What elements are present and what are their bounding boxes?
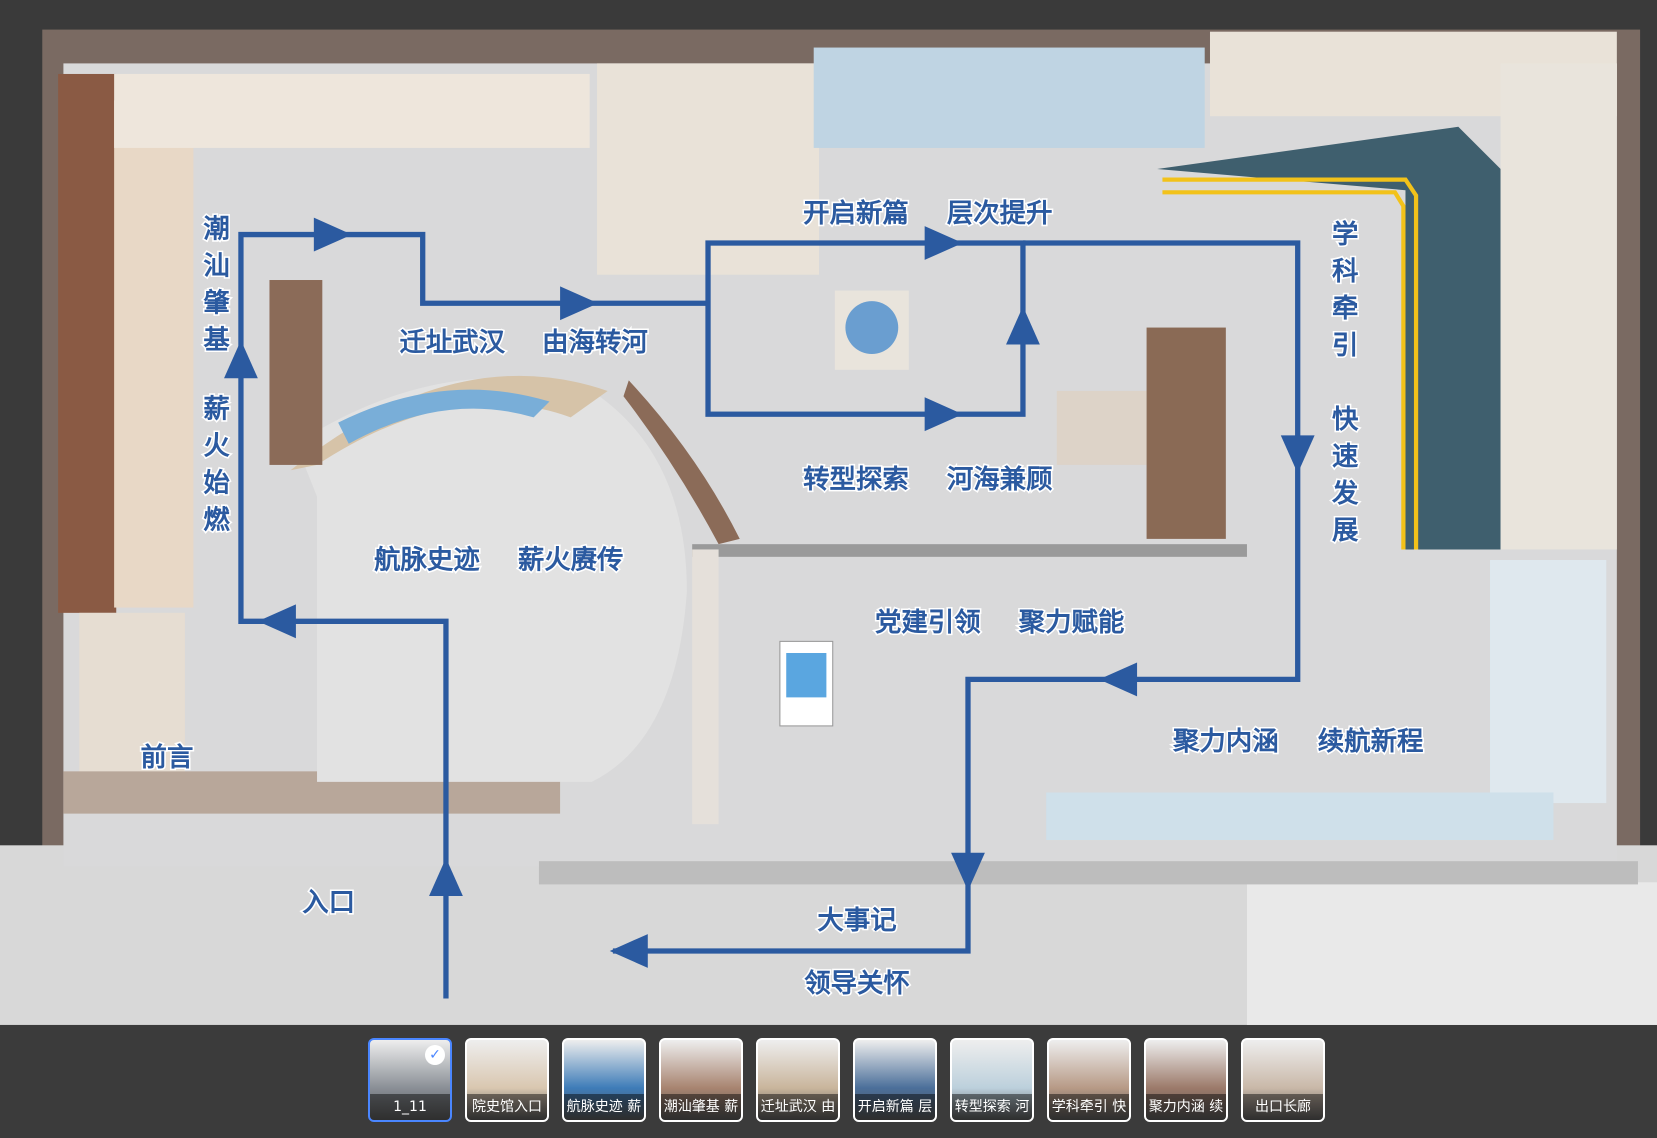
label-xinhuo-char: 薪 <box>203 393 229 424</box>
route-arrow-icon <box>429 857 463 897</box>
scene-label: 出口长廊 <box>1243 1094 1323 1120</box>
label-xueke-char: 牵 <box>1332 293 1358 324</box>
label-xinhuogeng: 薪火赓传 <box>518 544 624 575</box>
label-chaoshan-char: 基 <box>203 325 230 356</box>
route-arrow-icon <box>313 217 352 252</box>
route-arrow-icon <box>1280 435 1315 474</box>
scene-thumbnail[interactable]: 航脉史迹 薪 <box>562 1038 646 1122</box>
label-xuhang: 续航新程 <box>1318 726 1424 757</box>
route-arrow-icon <box>1006 306 1040 345</box>
scene-thumbnail[interactable]: 转型探索 河 <box>950 1038 1034 1122</box>
scene-label: 院史馆入口 <box>467 1094 547 1120</box>
label-hangmai: 航脉史迹 <box>374 544 480 575</box>
label-lingdao: 领导关怀 <box>804 968 910 999</box>
scene-thumbnail[interactable]: 迁址武汉 由 <box>756 1038 840 1122</box>
label-zhuanxing: 转型探索 <box>803 464 909 495</box>
scene-label: 迁址武汉 由 <box>758 1094 838 1120</box>
label-kuaisu-char: 发 <box>1331 478 1359 509</box>
label-dashiji: 大事记 <box>817 905 896 936</box>
label-dangjian: 党建引领 <box>875 607 981 638</box>
scene-label: 转型探索 河 <box>952 1094 1032 1120</box>
label-kuaisu-char: 速 <box>1332 441 1359 472</box>
label-juli: 聚力赋能 <box>1018 607 1125 638</box>
label-xinhuo-char: 始 <box>203 467 230 498</box>
scene-thumbnail[interactable]: 聚力内涵 续 <box>1144 1038 1228 1122</box>
scene-thumbnail[interactable]: 出口长廊 <box>1241 1038 1325 1122</box>
label-xinhuo-char: 火 <box>203 430 230 461</box>
route-arrow-icon <box>560 286 599 321</box>
scene-label: 学科牵引 快 <box>1049 1094 1129 1120</box>
label-cengci: 层次提升 <box>947 198 1053 229</box>
route-arrow-icon <box>609 934 648 968</box>
label-xueke-char: 科 <box>1332 256 1359 287</box>
scene-label: 航脉史迹 薪 <box>564 1094 644 1120</box>
route-arrow-icon <box>951 852 985 891</box>
route-arrows <box>224 217 1315 968</box>
scene-thumbnail[interactable]: 潮汕肇基 薪 <box>659 1038 743 1122</box>
label-qianzhi: 迁址武汉 <box>399 327 505 358</box>
scene-thumbnail[interactable]: 开启新篇 层 <box>853 1038 937 1122</box>
check-icon: ✓ <box>425 1045 445 1065</box>
scene-thumbnail[interactable]: 1_11 ✓ <box>368 1038 452 1122</box>
scene-thumbnail[interactable]: 学科牵引 快 <box>1047 1038 1131 1122</box>
label-qianyan: 前言 <box>141 742 194 773</box>
label-chaoshan-char: 肇 <box>203 288 230 319</box>
label-chaoshan-char: 潮 <box>203 214 229 245</box>
scene-label: 1_11 <box>370 1094 450 1120</box>
route-arrow-icon <box>1099 662 1138 697</box>
route-arrow-icon <box>924 397 963 432</box>
label-kaiqi: 开启新篇 <box>803 198 909 229</box>
label-xueke-char: 引 <box>1332 330 1358 361</box>
label-julinei: 聚力内涵 <box>1172 726 1279 757</box>
scene-label: 聚力内涵 续 <box>1146 1094 1226 1120</box>
label-chaoshan-char: 汕 <box>203 251 229 282</box>
label-kuaisu-char: 展 <box>1332 515 1359 546</box>
route-arrow-icon <box>224 340 258 379</box>
route-arrow-icon <box>257 604 296 639</box>
label-xinhuo-char: 燃 <box>203 504 230 535</box>
scene-label: 开启新篇 层 <box>855 1094 935 1120</box>
route-arrow-icon <box>924 226 963 260</box>
label-xueke-char: 学 <box>1332 219 1358 250</box>
scene-thumbnail[interactable]: 院史馆入口 <box>465 1038 549 1122</box>
scene-list: 1_11 ✓ 院史馆入口航脉史迹 薪潮汕肇基 薪迁址武汉 由开启新篇 层转型探索 河… <box>368 1038 1325 1122</box>
label-youhai: 由海转河 <box>542 327 648 358</box>
label-hehai: 河海兼顾 <box>947 464 1053 495</box>
label-rukou: 入口 <box>302 887 355 918</box>
label-kuaisu-char: 快 <box>1332 404 1359 435</box>
scene-label: 潮汕肇基 薪 <box>661 1094 741 1120</box>
